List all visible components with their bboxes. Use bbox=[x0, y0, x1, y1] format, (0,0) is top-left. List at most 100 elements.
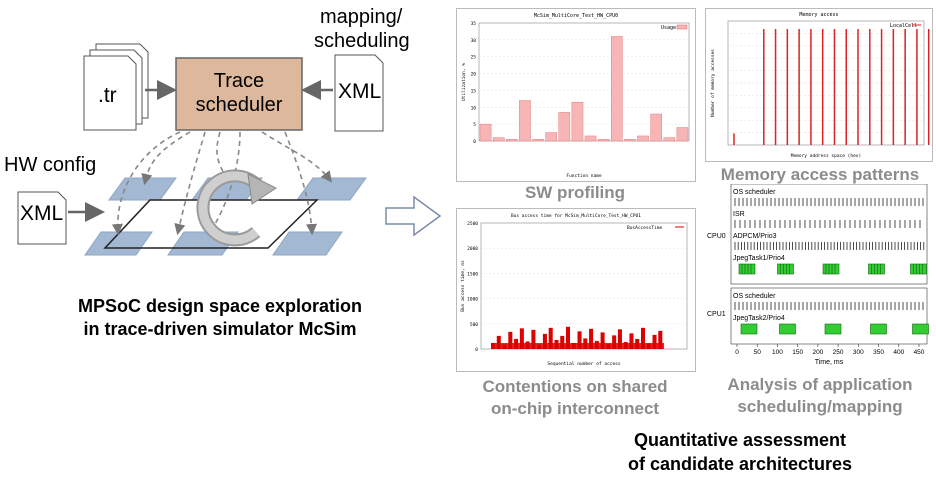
jpeg-task2-block bbox=[779, 323, 796, 335]
y-tick-label: 0 bbox=[475, 347, 478, 353]
sw-profiling-bar bbox=[597, 139, 610, 142]
x-tick-label: 150 bbox=[792, 349, 803, 356]
plot-frame bbox=[480, 222, 688, 350]
contention-bar bbox=[658, 330, 663, 349]
y-axis-label: Utilization, % bbox=[461, 63, 467, 101]
legend-label: BusAccessTime bbox=[627, 225, 663, 231]
contention-bar bbox=[519, 328, 524, 349]
y-tick-label: 10 bbox=[471, 105, 477, 111]
trace-scheduler-line1: Trace bbox=[213, 70, 265, 92]
jpeg-task2-block bbox=[824, 323, 842, 335]
bottom-caption-line2: of candidate architectures bbox=[627, 454, 853, 474]
sw-profiling-bar bbox=[624, 139, 636, 142]
hw-config-label: HW config bbox=[4, 154, 97, 176]
x-tick-label: 300 bbox=[853, 349, 864, 356]
cpu0-label: CPU0 bbox=[707, 233, 726, 240]
iteration-cycle-icon bbox=[196, 169, 277, 247]
scheduling-caption-line1: Analysis of application bbox=[727, 375, 913, 394]
jpeg-task2-block bbox=[912, 323, 929, 335]
contention-bar bbox=[589, 328, 594, 349]
chart-title: McSim_MultiCore_Test_HW_CPU0 bbox=[534, 13, 618, 19]
lane-label: ISR bbox=[733, 211, 745, 218]
x-tick-label: 250 bbox=[833, 349, 844, 356]
y-tick-label: 500 bbox=[470, 322, 478, 328]
y-tick-label: 1000 bbox=[467, 297, 478, 303]
sw-profiling-caption: SW profiling bbox=[524, 183, 626, 202]
jpeg-task1-block bbox=[910, 263, 927, 275]
sw-profiling-bar bbox=[519, 100, 531, 142]
dse-caption-line1: MPSoC design space exploration bbox=[77, 296, 363, 316]
x-axis-label: Sequential number of access bbox=[547, 361, 620, 367]
jpeg-task2-block bbox=[870, 323, 887, 335]
memory-access-caption: Memory access patterns bbox=[720, 165, 920, 184]
dispatch-arrows bbox=[111, 131, 332, 236]
y-tick-label: 5 bbox=[473, 122, 476, 128]
sw-profiling-bar bbox=[650, 113, 662, 142]
lane-label: ADPCM/Prio3 bbox=[733, 233, 777, 240]
trace-scheduler-box bbox=[175, 57, 303, 131]
lane-label: JpegTask2/Prio4 bbox=[733, 315, 785, 322]
cpu0-panel bbox=[730, 183, 928, 285]
dse-caption-line2: in trace-driven simulator McSim bbox=[83, 319, 357, 339]
y-axis-label: Bus access time, ns bbox=[460, 260, 466, 312]
mapping-label-line2: scheduling bbox=[314, 30, 410, 52]
legend-swatch bbox=[676, 24, 688, 30]
jpeg-task1-block bbox=[868, 263, 885, 275]
x-tick-label: 0 bbox=[735, 349, 739, 356]
cpu1-label: CPU1 bbox=[707, 311, 726, 318]
jpeg-task1-block bbox=[738, 263, 756, 275]
y-axis-label: Number of memory accesses bbox=[710, 49, 716, 117]
lane-label: OS scheduler bbox=[733, 189, 776, 196]
xml-hw-label: XML bbox=[20, 202, 64, 225]
contention-bar bbox=[629, 333, 634, 349]
sw-profiling-bar bbox=[492, 137, 505, 142]
contention-caption-line2: on-chip interconnect bbox=[490, 399, 660, 418]
y-tick-label: 15 bbox=[471, 88, 477, 94]
xml-doc-hw-icon bbox=[17, 191, 67, 245]
contention-caption-line1: Contentions on shared bbox=[482, 377, 668, 396]
sw-profiling-bar bbox=[584, 135, 597, 142]
y-tick-label: 25 bbox=[471, 55, 477, 61]
sw-profiling-bar bbox=[611, 36, 623, 142]
sw-profiling-bar bbox=[545, 132, 557, 142]
x-tick-label: 350 bbox=[873, 349, 884, 356]
jpeg-task1-block bbox=[822, 263, 840, 275]
x-tick-label: 200 bbox=[812, 349, 823, 356]
y-tick-label: 2000 bbox=[467, 246, 478, 252]
y-tick-label: 30 bbox=[471, 38, 477, 44]
plot-frame bbox=[478, 22, 690, 142]
xml-doc-mapping-icon bbox=[334, 54, 384, 132]
contention-bar bbox=[542, 333, 547, 349]
x-axis-label: Time, ms bbox=[815, 359, 844, 366]
contention-bar bbox=[612, 335, 617, 349]
legend-label: LocalCell bbox=[890, 23, 917, 29]
mapping-label-line1: mapping/ bbox=[320, 6, 403, 28]
y-tick-label: 0 bbox=[473, 139, 476, 145]
x-axis-label: Function name bbox=[566, 173, 602, 179]
x-tick-label: 450 bbox=[914, 349, 925, 356]
x-tick-label: 100 bbox=[772, 349, 783, 356]
x-tick-label: 400 bbox=[893, 349, 904, 356]
sw-profiling-bar bbox=[637, 135, 649, 142]
y-tick-label: 20 bbox=[471, 72, 477, 78]
contention-baseline-bar bbox=[491, 343, 665, 349]
sw-profiling-bar bbox=[532, 139, 544, 142]
dse-diagram bbox=[17, 43, 384, 256]
trace-scheduler-line2: scheduler bbox=[195, 94, 283, 116]
x-axis-label: Memory address space (hex) bbox=[791, 153, 861, 159]
contention-chart: Bus access time for McSim_MultiCore_Test… bbox=[456, 208, 696, 372]
contention-bar bbox=[548, 327, 553, 349]
scheduling-caption-line2: scheduling/mapping bbox=[737, 397, 903, 416]
jpeg-task2-block bbox=[740, 323, 758, 335]
bottom-caption-line1: Quantitative assessment bbox=[633, 430, 847, 450]
contention-bar bbox=[531, 329, 536, 349]
sw-profiling-bar bbox=[663, 137, 676, 142]
chart-title: Bus access time for McSim_MultiCore_Test… bbox=[511, 213, 641, 219]
contention-bar bbox=[652, 334, 657, 349]
sw-profiling-bar bbox=[506, 139, 518, 142]
sw-profiling-bar bbox=[676, 127, 689, 142]
y-tick-label: 2500 bbox=[467, 221, 478, 227]
tr-doc-stack-icon bbox=[83, 43, 149, 131]
